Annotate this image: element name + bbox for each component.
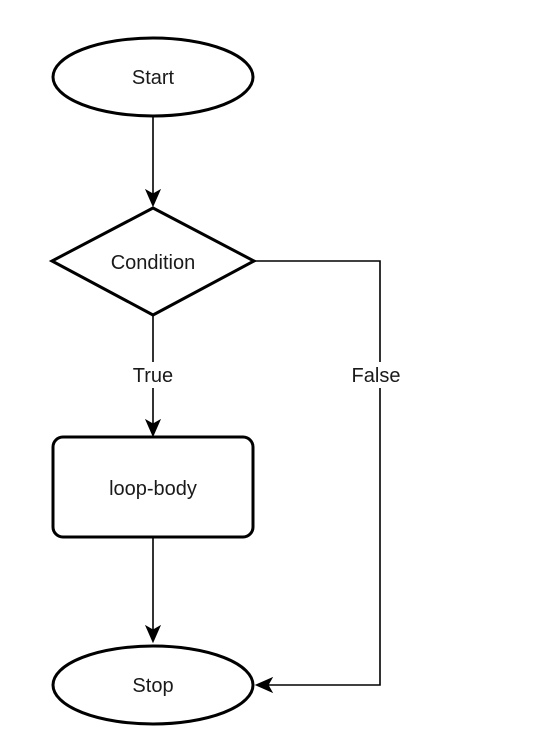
node-loop-body: loop-body xyxy=(51,435,255,539)
edge-condition-false: False xyxy=(254,260,414,694)
arrowhead-icon xyxy=(144,418,162,438)
edge-condition-true: True xyxy=(126,315,180,438)
edge-label-background xyxy=(346,362,414,388)
node-label-stop: Stop xyxy=(132,675,173,697)
node-label-condition: Condition xyxy=(111,252,196,274)
node-condition: Condition xyxy=(48,206,258,317)
node-start: Start xyxy=(51,36,255,118)
node-stop: Stop xyxy=(51,644,255,726)
arrowhead-icon xyxy=(144,624,162,644)
edge-label-true: True xyxy=(133,365,173,387)
arrowhead-icon xyxy=(254,676,274,694)
node-label-loop-body: loop-body xyxy=(109,478,197,500)
edge-label-false: False xyxy=(352,365,401,387)
terminator-shape xyxy=(51,644,255,726)
arrowhead-icon xyxy=(144,188,162,208)
edge-label-background xyxy=(126,362,180,388)
edge-start-to-condition xyxy=(144,116,162,208)
decision-shape xyxy=(48,206,258,317)
edge-line xyxy=(254,260,381,686)
process-shape xyxy=(51,435,255,539)
node-label-start: Start xyxy=(132,67,175,89)
terminator-shape xyxy=(51,36,255,118)
edge-body-to-stop xyxy=(144,537,162,644)
